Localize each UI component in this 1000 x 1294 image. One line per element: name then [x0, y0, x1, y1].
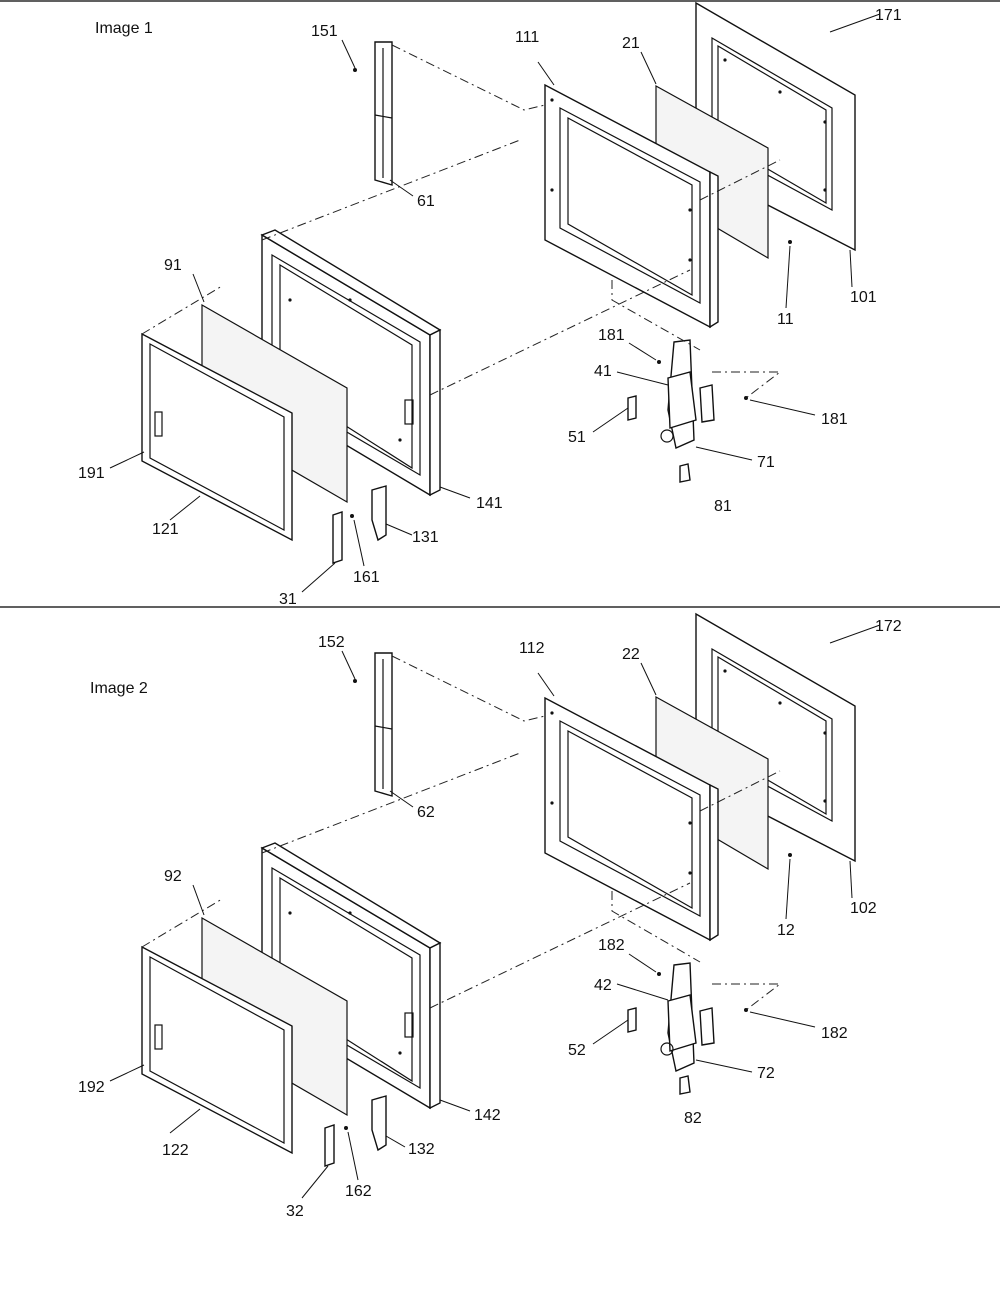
panel-2: Image 2 — [78, 612, 902, 1220]
callout-label: 152 — [318, 634, 345, 651]
clip-part — [627, 395, 637, 421]
outer-door-frame-part — [141, 945, 293, 1155]
callout-label: 41 — [594, 363, 612, 380]
callout-label: 11 — [777, 311, 794, 328]
assembly-line — [611, 280, 701, 351]
door-body-part — [260, 229, 442, 497]
callout-label: 121 — [152, 521, 179, 538]
callout-label: 112 — [519, 640, 545, 657]
callout-label: 172 — [875, 618, 902, 635]
callout-label: 21 — [622, 35, 640, 52]
hinge-assembly-part — [660, 339, 715, 449]
inner-door-frame-part — [544, 696, 719, 942]
hinge-assembly-part — [660, 962, 715, 1072]
panel-title: Image 2 — [90, 680, 148, 697]
callout-label: 92 — [164, 868, 182, 885]
callout-label: 111 — [515, 29, 539, 46]
callout-label: 191 — [78, 465, 105, 482]
callout-label: 182 — [598, 937, 625, 954]
leader-lines — [109, 624, 881, 1199]
callout-label: 32 — [286, 1203, 304, 1220]
assembly-line — [141, 285, 223, 335]
leader-lines — [109, 13, 881, 593]
assembly-line — [261, 752, 521, 854]
callout-label: 171 — [875, 7, 902, 24]
door-body-part — [260, 842, 442, 1110]
callout-label: 181 — [598, 327, 625, 344]
inner-door-frame-part — [544, 83, 719, 329]
callout-label: 141 — [476, 495, 503, 512]
callout-label: 81 — [714, 498, 732, 515]
callout-label: 42 — [594, 977, 612, 994]
assembly-line — [391, 44, 546, 111]
latch-part — [371, 485, 387, 542]
callout-label: 12 — [777, 922, 795, 939]
callout-label: 181 — [821, 411, 848, 428]
callout-labels: 152 112 22 172 62 92 102 12 182 42 182 5… — [78, 618, 902, 1220]
panel-title: Image 1 — [95, 20, 153, 37]
assembly-line — [712, 371, 782, 399]
callout-label: 62 — [417, 804, 435, 821]
spring-part — [679, 1075, 691, 1095]
callout-label: 122 — [162, 1142, 189, 1159]
callout-label: 51 — [568, 429, 586, 446]
callout-label: 61 — [417, 193, 435, 210]
callout-label: 162 — [345, 1183, 372, 1200]
bracket-part — [324, 1124, 335, 1167]
bracket-part — [332, 511, 343, 564]
hinge-strip-part — [374, 41, 393, 186]
spring-part — [679, 463, 691, 483]
panel-1: Image 1 — [78, 1, 902, 608]
outer-door-frame-part — [141, 332, 293, 542]
callout-label: 22 — [622, 646, 640, 663]
hinge-strip-part — [374, 652, 393, 797]
assembly-line — [712, 983, 782, 1011]
callout-label: 161 — [353, 569, 380, 586]
callout-label: 131 — [412, 529, 439, 546]
callout-label: 82 — [684, 1110, 702, 1127]
latch-part — [371, 1095, 387, 1152]
callout-label: 31 — [279, 591, 297, 608]
callout-label: 142 — [474, 1107, 501, 1124]
callout-label: 192 — [78, 1079, 105, 1096]
callout-label: 101 — [850, 289, 877, 306]
callout-label: 52 — [568, 1042, 586, 1059]
callout-label: 72 — [757, 1065, 775, 1082]
callout-label: 182 — [821, 1025, 848, 1042]
assembly-line — [699, 159, 781, 201]
clip-part — [627, 1007, 637, 1033]
assembly-line — [391, 655, 546, 722]
assembly-line — [261, 139, 521, 241]
callout-label: 71 — [757, 454, 775, 471]
callout-label: 102 — [850, 900, 877, 917]
callout-label: 91 — [164, 257, 182, 274]
callout-label: 151 — [311, 23, 338, 40]
callout-labels: 151 111 21 171 61 91 101 11 181 41 181 5… — [78, 7, 902, 608]
assembly-line — [699, 770, 781, 812]
callout-label: 132 — [408, 1141, 435, 1158]
assembly-line — [141, 898, 223, 948]
assembly-line — [611, 891, 701, 963]
